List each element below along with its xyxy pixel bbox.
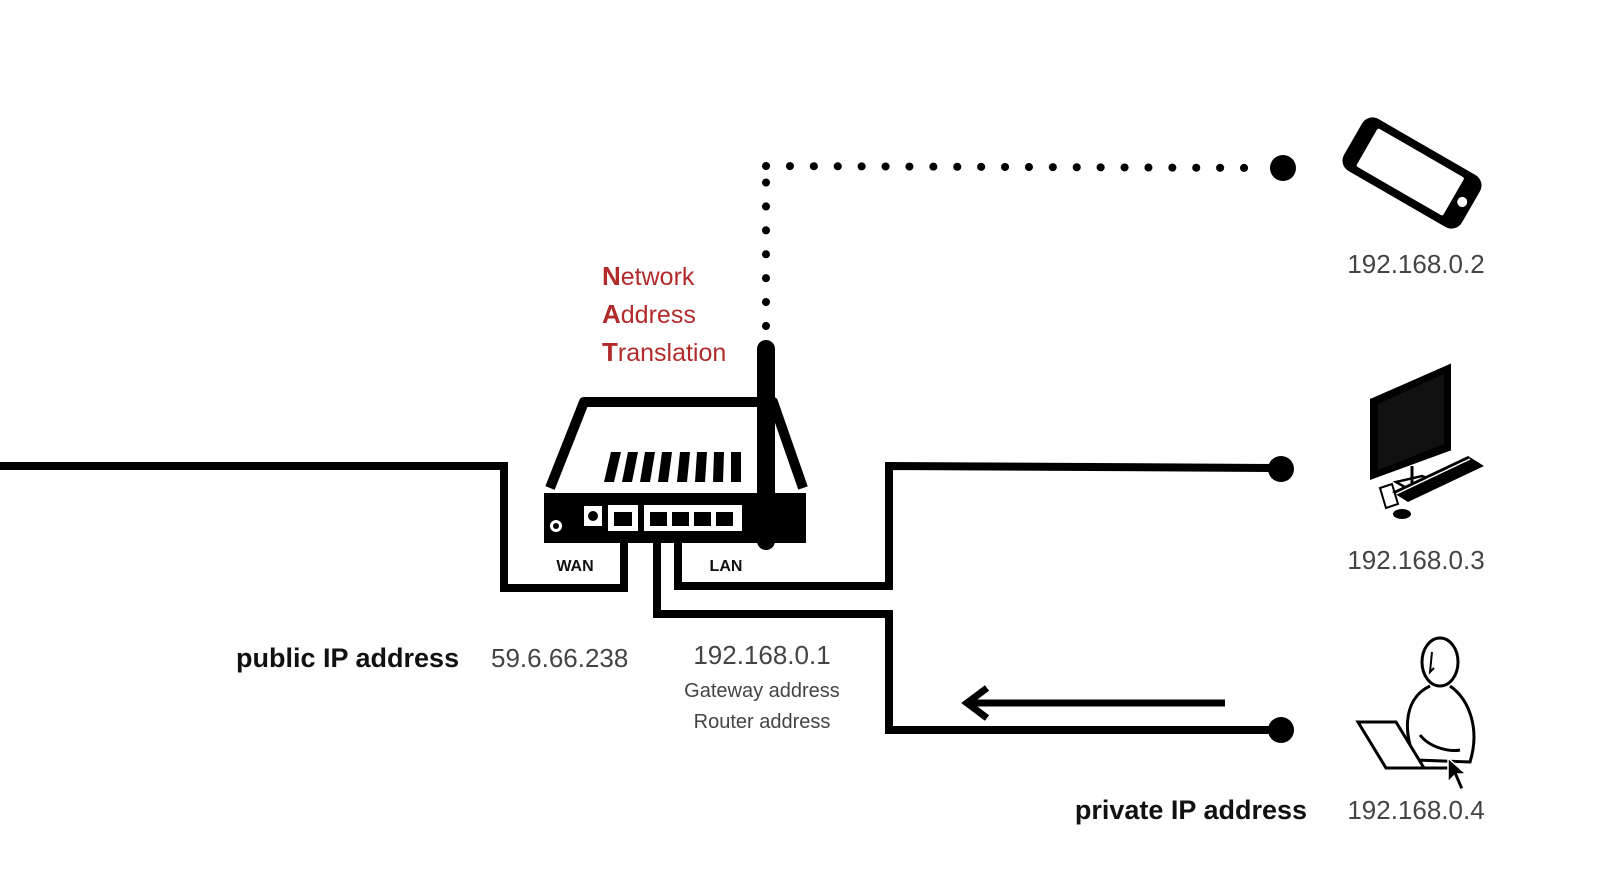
endpoint-dot-laptop (1268, 717, 1294, 743)
nat-title: Network Address Translation (602, 261, 726, 367)
keyboard (1392, 456, 1484, 502)
wan-label: WAN (556, 558, 593, 575)
phone-icon (1342, 117, 1482, 229)
svg-text:Translation: Translation (602, 337, 726, 367)
router-address-label: Router address (694, 711, 831, 733)
router-top-outline (545, 397, 808, 490)
gateway-ip: 192.168.0.1 (693, 640, 830, 670)
phone-ip: 192.168.0.2 (1347, 249, 1484, 279)
router-antenna (757, 340, 775, 550)
router-led-inner (553, 523, 559, 529)
packet-arrow (961, 685, 1225, 721)
public-ip-value: 59.6.66.238 (491, 643, 628, 673)
person-laptop-icon (1355, 636, 1476, 770)
nat-initial-n: N (602, 261, 621, 291)
router-power-hole (588, 511, 598, 521)
person-head (1420, 636, 1460, 688)
desktop-computer-icon (1369, 360, 1484, 519)
private-ip-label: private IP address (1075, 795, 1307, 825)
nat-word-network: etwork (621, 263, 695, 291)
lan-label: LAN (710, 558, 743, 575)
svg-text:Network: Network (602, 261, 695, 291)
endpoint-dot-desktop (1268, 456, 1294, 482)
arrow-head-icon (961, 685, 990, 721)
lan-line-laptop (653, 527, 1281, 734)
nat-word-translation: ranslation (618, 339, 726, 367)
wireless-link (762, 162, 1266, 330)
wan-line (0, 462, 628, 592)
connection-lines (0, 461, 1282, 734)
nat-word-address: ddress (621, 301, 696, 329)
router-vents (604, 452, 741, 482)
laptop (1355, 720, 1427, 770)
wireless-horizontal (762, 162, 1266, 172)
nat-initial-t: T (602, 337, 618, 367)
nat-initial-a: A (602, 299, 621, 329)
desktop-ip: 192.168.0.3 (1347, 545, 1484, 575)
router-icon (544, 340, 808, 550)
person-body (1406, 684, 1476, 764)
lan-line-desktop (674, 461, 1282, 590)
svg-text:Address: Address (602, 299, 696, 329)
gateway-address-label: Gateway address (684, 680, 840, 702)
endpoint-dot-phone (1270, 155, 1296, 181)
public-ip-label: public IP address (236, 643, 459, 673)
laptop-ip: 192.168.0.4 (1347, 795, 1484, 825)
cursor-icon (1447, 756, 1468, 792)
mouse (1393, 509, 1411, 519)
